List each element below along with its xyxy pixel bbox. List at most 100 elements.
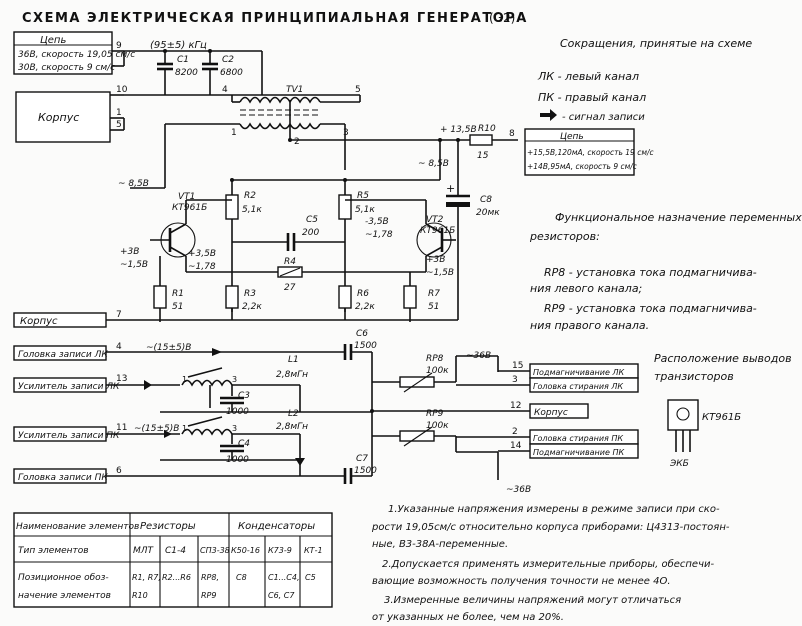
l1-pin-1: 1 <box>182 375 187 384</box>
note-3-line2: от указанных не более, чем на 20%. <box>372 611 564 623</box>
c7-value: 1500 <box>354 466 377 476</box>
c2-value: 6800 <box>220 68 243 78</box>
c4-label: С4 <box>238 439 250 449</box>
r10-value: 15 <box>477 151 489 161</box>
table-type-cell-6: КТ-1 <box>304 546 323 555</box>
c1-value: 8200 <box>175 68 198 78</box>
r5-value: 5,1к <box>355 205 375 215</box>
chain-box-right-line2: +14В,95мА, скорость 9 см/с <box>527 162 638 171</box>
pin-15-label: 15 <box>512 361 523 371</box>
pinout-heading-line1: Расположение выводов <box>654 352 792 365</box>
pin-6-label: 6 <box>116 466 122 476</box>
r5-resistor <box>338 194 352 220</box>
record-signal-arrow-icon <box>540 109 557 121</box>
r2-resistor <box>225 194 239 220</box>
tv1-label: ТV1 <box>286 85 303 95</box>
vt2-base-v1: +3В <box>426 255 445 265</box>
r2-label: R2 <box>244 191 256 201</box>
function-rp9-line1: RP9 - установка тока подмагничива- <box>544 302 757 315</box>
vt1-base-v1: +3В <box>120 247 139 257</box>
c8-label: С8 <box>480 195 492 205</box>
record-head-pk-label: Головка записи ПК <box>18 473 108 483</box>
signal-arrow-icon-pk <box>164 430 172 438</box>
pin-11-label: 11 <box>116 423 127 433</box>
pin-13-label: 13 <box>116 374 127 384</box>
housing-box-bottom-label: Корпус <box>20 316 58 327</box>
voltage-15-5v-bottom: ~(15±5)В <box>134 424 179 434</box>
voltage-13-5v: + 13,5В <box>440 125 477 135</box>
r1-label: R1 <box>172 289 184 299</box>
r6-resistor <box>338 285 352 309</box>
r10-resistor <box>469 134 493 146</box>
table-pos-cell-5a: С1...С4, <box>268 573 300 582</box>
r3-value: 2,2к <box>242 302 262 312</box>
chain-box-top-title: Цепь <box>40 35 66 46</box>
c5-label: С5 <box>306 215 318 225</box>
l2-label: L2 <box>288 409 299 419</box>
tv1-pin-1: 1 <box>231 128 237 138</box>
tv1-pin-2: 2 <box>294 137 300 147</box>
table-type-cell-5: К73-9 <box>268 546 292 555</box>
r7-resistor <box>403 285 417 309</box>
pin-3-label: 3 <box>512 375 518 385</box>
pin-10-label: 10 <box>116 85 128 95</box>
note-2-line2: вающие возможность получения точности не… <box>372 576 671 587</box>
l2-pin-1: 1 <box>182 424 187 433</box>
pinout-heading-line2: транзисторов <box>654 370 734 383</box>
chain-box-right-title: Цепь <box>560 132 584 142</box>
vt2-emit-v1: -3,5В <box>365 217 389 227</box>
record-head-lk-box <box>13 345 107 361</box>
table-pos-cell-4: С8 <box>236 573 247 582</box>
table-pos-cell-5b: С6, С7 <box>268 591 295 600</box>
rp8-label: RP8 <box>426 354 444 364</box>
table-pos-cell-3b: RP9 <box>201 591 216 600</box>
table-pos-cell-3a: RP8, <box>201 573 219 582</box>
pinout-pins: ЭКБ <box>669 459 689 469</box>
c7-label: С7 <box>356 454 368 464</box>
vt1-type: КТ961Б <box>172 203 207 213</box>
record-amp-lk-label: Усилитель записи ЛК <box>18 382 120 392</box>
r1-value: 51 <box>172 302 183 312</box>
r4-label: R4 <box>284 257 296 267</box>
bias-pk-label: Подмагничивание ПК <box>533 448 624 457</box>
function-heading-line1: Функциональное назначение переменных <box>555 211 802 224</box>
pin-2-label: 2 <box>512 427 518 437</box>
transistor-package-icon <box>667 399 699 431</box>
rp9-value: 100к <box>426 421 449 431</box>
abbreviations-heading: Сокращения, принятые на схеме <box>560 37 752 50</box>
pin-5-label: 5 <box>116 120 122 130</box>
note-1-line2: рости 19,05см/с относительно корпуса при… <box>371 521 730 533</box>
c2-label: С2 <box>222 55 234 65</box>
components-table <box>13 512 333 608</box>
rp8-trimmer <box>399 376 435 388</box>
note-1-line3: ные, В3-38А-переменные. <box>372 539 508 550</box>
vt1-base-v2: ~1,5В <box>120 260 148 270</box>
chain-box-top-line2: 30В, скорость 9 см/с <box>18 63 115 73</box>
abbrev-record-signal: - сигнал записи <box>562 112 645 123</box>
l1-value: 2,8мГн <box>276 370 308 380</box>
chain-box-right-line1: +15,5В,120мА, скорость 19 см/с <box>527 148 655 157</box>
table-header-name: Наименование элементов <box>16 522 139 532</box>
l2-value: 2,8мГн <box>276 422 308 432</box>
r4-value: 27 <box>284 283 296 293</box>
abbrev-lk: ЛК - левый канал <box>537 70 639 83</box>
table-header-resistors: Резисторы <box>140 521 196 532</box>
signal-arrow-icon-lk <box>212 348 222 356</box>
c5-value: 200 <box>302 228 319 238</box>
r6-value: 2,2к <box>355 302 375 312</box>
pin-8-label: 8 <box>509 129 515 139</box>
r6-label: R6 <box>357 289 369 299</box>
r3-resistor <box>225 285 239 309</box>
r10-label: R10 <box>478 124 496 134</box>
rp9-trimmer <box>399 430 435 442</box>
r3-label: R3 <box>244 289 256 299</box>
r7-label: R7 <box>428 289 440 299</box>
voltage-15-5v-top: ~(15±5)В <box>146 343 191 353</box>
erase-head-pk-label: Головка стирания ПК <box>533 434 623 443</box>
table-pos-cell-1a: R1, R7, <box>132 573 161 582</box>
rp9-label: RP9 <box>426 409 444 419</box>
chain-box-right <box>524 128 635 176</box>
note-2-line1: 2.Допускается применять измерительные пр… <box>382 558 714 570</box>
housing-box-top <box>15 91 111 143</box>
vt2-label: VT2 <box>426 215 444 225</box>
